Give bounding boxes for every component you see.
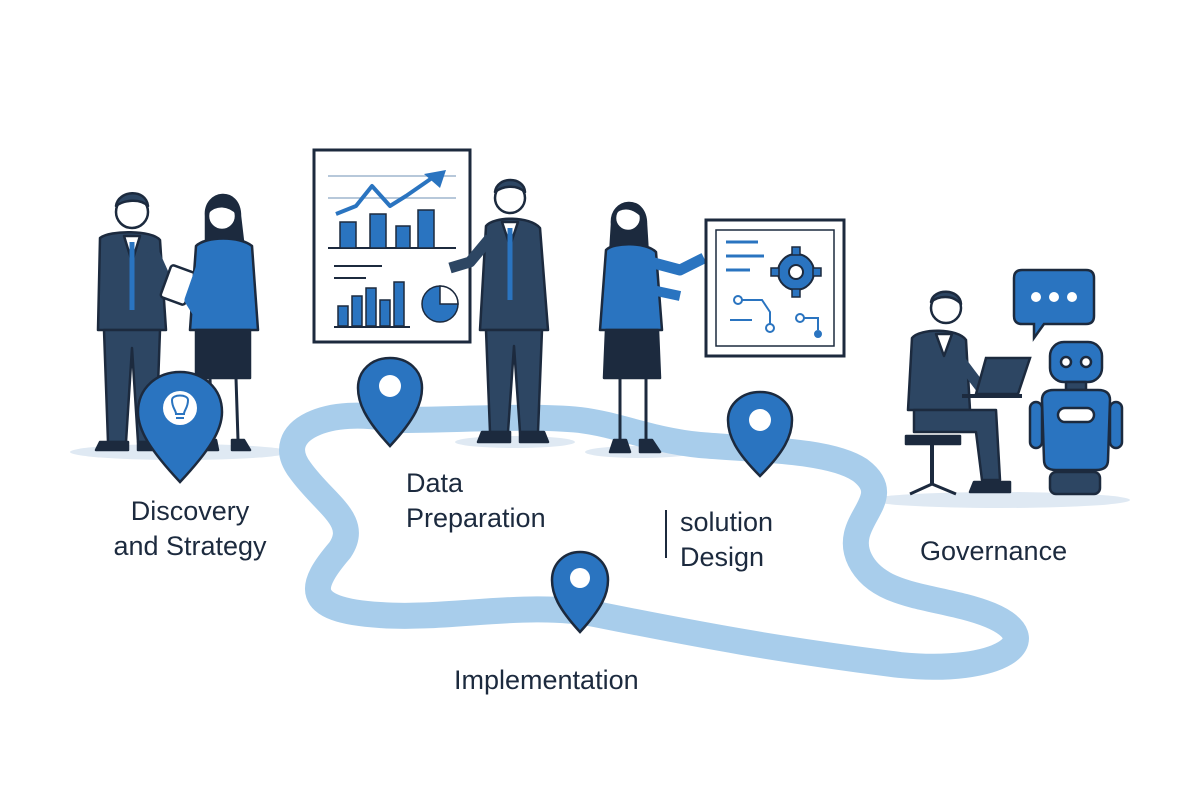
stage-label-discovery: Discovery and Strategy — [100, 494, 280, 564]
stage-label-data-preparation: Data Preparation — [406, 466, 546, 536]
stage-label-discovery-line1: Discovery — [130, 496, 250, 526]
man-presenting — [448, 178, 550, 444]
map-pin-discovery — [136, 370, 224, 484]
map-pin-implementation — [550, 550, 610, 634]
laptop-icon — [962, 356, 1032, 398]
lightbulb-icon — [163, 391, 197, 425]
speech-bubble-icon — [1012, 268, 1096, 342]
woman-presenting — [598, 201, 707, 454]
robot-icon — [1028, 340, 1124, 496]
stage-label-solution-design: solution Design — [680, 505, 773, 575]
design-board — [704, 218, 846, 358]
analytics-board — [312, 148, 472, 344]
stage-label-discovery-line2: and Strategy — [113, 531, 267, 562]
gear-icon — [770, 246, 822, 298]
small-bar-chart — [334, 281, 410, 328]
stage-label-implementation: Implementation — [454, 663, 639, 698]
stage-label-governance: Governance — [920, 534, 1067, 569]
map-pin-data — [356, 356, 424, 448]
stage-label-solution-line1: solution — [680, 507, 774, 537]
stage-label-solution-line2: Design — [680, 542, 765, 573]
seated-man-with-laptop — [904, 290, 1012, 496]
stage-label-implementation-text: Implementation — [454, 665, 639, 695]
circuit-diagram — [730, 295, 822, 338]
solution-label-bar — [665, 510, 667, 558]
trend-arrow-icon — [335, 170, 446, 216]
man-with-tablet — [94, 192, 191, 452]
roadmap-path — [279, 402, 1029, 680]
stage-label-governance-text: Governance — [920, 536, 1068, 566]
map-pin-solution — [726, 390, 794, 478]
stage-label-data-line2: Preparation — [406, 503, 546, 534]
bar-chart-icon — [328, 175, 456, 249]
stage-label-data-line1: Data — [406, 468, 464, 498]
pie-chart-icon — [421, 285, 459, 323]
